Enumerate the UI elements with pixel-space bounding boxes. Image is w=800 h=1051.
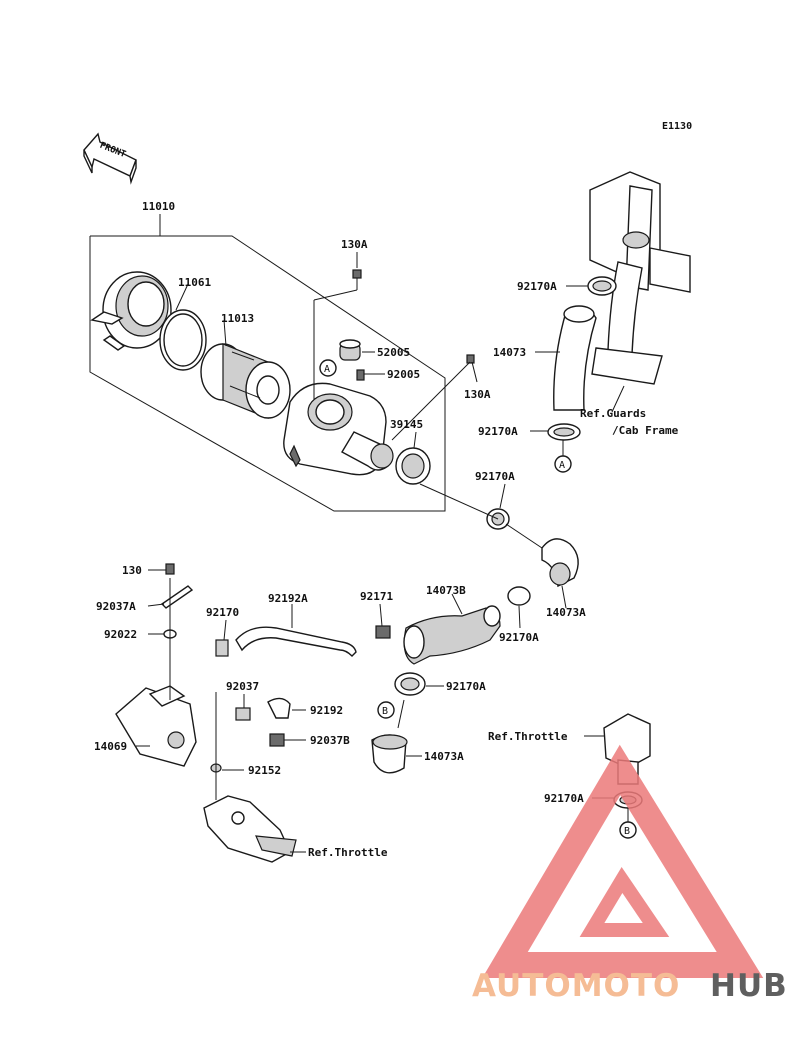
clip-92171 bbox=[375, 625, 391, 639]
air-cleaner-assembly-outline bbox=[89, 214, 446, 512]
label-11010: 11010 bbox=[142, 200, 175, 213]
label-11061: 11061 bbox=[178, 276, 211, 289]
label-ref-throttle-right: Ref.Throttle bbox=[488, 730, 568, 743]
label-ref-guards: Ref.Guards bbox=[580, 407, 646, 420]
brand-name-part2: HUB bbox=[710, 968, 788, 1004]
label-92170A-1: 92170A bbox=[517, 280, 557, 293]
label-130A-top: 130A bbox=[341, 238, 368, 251]
label-14073A-2: 14073A bbox=[424, 750, 464, 763]
part-labels: 11010 130A 11061 11013 52005 92005 130A … bbox=[94, 200, 679, 859]
leader-lines bbox=[136, 252, 629, 853]
label-92171: 92171 bbox=[360, 590, 393, 603]
throttle-body-left bbox=[203, 795, 297, 863]
ref-marker-a-2: A bbox=[554, 440, 572, 473]
elbow-14073A-lower bbox=[371, 734, 408, 774]
label-11013: 11013 bbox=[221, 312, 254, 325]
label-14069: 14069 bbox=[94, 740, 127, 753]
clamp-92170A-2 bbox=[547, 423, 581, 441]
duct-14073B bbox=[403, 605, 501, 665]
clamp-92170A-1 bbox=[587, 276, 617, 296]
clamp-92170A-4 bbox=[507, 586, 531, 606]
label-92170: 92170 bbox=[206, 606, 239, 619]
o-ring-11061 bbox=[159, 309, 207, 371]
label-92022: 92022 bbox=[104, 628, 137, 641]
svg-text:A: A bbox=[324, 364, 330, 375]
clamp-92170 bbox=[215, 639, 229, 657]
svg-text:A: A bbox=[559, 460, 565, 471]
label-92037A: 92037A bbox=[96, 600, 136, 613]
label-92170A-4: 92170A bbox=[499, 631, 539, 644]
label-92170A-3: 92170A bbox=[475, 470, 515, 483]
coupler-39145 bbox=[395, 447, 431, 485]
label-92037: 92037 bbox=[226, 680, 259, 693]
plate-92037A bbox=[160, 585, 194, 609]
air-cleaner-housing bbox=[283, 382, 394, 476]
brand-name-part1: AUTOMOTO bbox=[472, 968, 680, 1004]
hose-92192A bbox=[235, 626, 357, 657]
front-arrow-icon: FRONT bbox=[83, 132, 137, 185]
intake-duct-14073 bbox=[553, 305, 597, 411]
label-92037B: 92037B bbox=[310, 734, 350, 747]
ref-marker-b-1: B bbox=[377, 701, 395, 719]
elbow-14073A-upper bbox=[541, 538, 579, 588]
clip-92005 bbox=[356, 369, 365, 381]
label-92192: 92192 bbox=[310, 704, 343, 717]
drain-cap-52005 bbox=[339, 339, 361, 361]
svg-text:B: B bbox=[382, 706, 388, 717]
label-92152: 92152 bbox=[248, 764, 281, 777]
label-130A-right: 130A bbox=[464, 388, 491, 401]
label-92192A: 92192A bbox=[268, 592, 308, 605]
label-14073: 14073 bbox=[493, 346, 526, 359]
hose-92192 bbox=[267, 697, 291, 719]
label-52005: 52005 bbox=[377, 346, 410, 359]
label-39145: 39145 bbox=[390, 418, 423, 431]
label-92005: 92005 bbox=[387, 368, 420, 381]
label-14073A-1: 14073A bbox=[546, 606, 586, 619]
ref-marker-b-2: B bbox=[619, 821, 637, 839]
label-130: 130 bbox=[122, 564, 142, 577]
bolt-130 bbox=[165, 563, 175, 575]
bolt-130A-top bbox=[352, 269, 362, 290]
label-14073B: 14073B bbox=[426, 584, 466, 597]
label-92170A-2: 92170A bbox=[478, 425, 518, 438]
clamp-92170A-5 bbox=[394, 672, 426, 696]
clamp-92037B bbox=[269, 733, 285, 747]
ref-marker-a-1: A bbox=[319, 359, 337, 377]
label-92170A-6: 92170A bbox=[544, 792, 584, 805]
cab-frame-reference bbox=[589, 171, 691, 413]
svg-text:B: B bbox=[624, 826, 630, 837]
diagram-code: E1130 bbox=[662, 121, 692, 132]
label-ref-cab-frame: /Cab Frame bbox=[612, 424, 679, 437]
bracket-14069 bbox=[115, 685, 197, 767]
label-ref-throttle-left: Ref.Throttle bbox=[308, 846, 388, 859]
bolt-130A-right bbox=[466, 354, 475, 364]
label-92170A-5: 92170A bbox=[446, 680, 486, 693]
air-filter-element bbox=[200, 343, 291, 419]
clamp-92037 bbox=[235, 707, 251, 721]
air-cleaner-cap bbox=[90, 271, 172, 351]
automotohub-logo: AUTOMOTO HUB bbox=[472, 744, 788, 1004]
